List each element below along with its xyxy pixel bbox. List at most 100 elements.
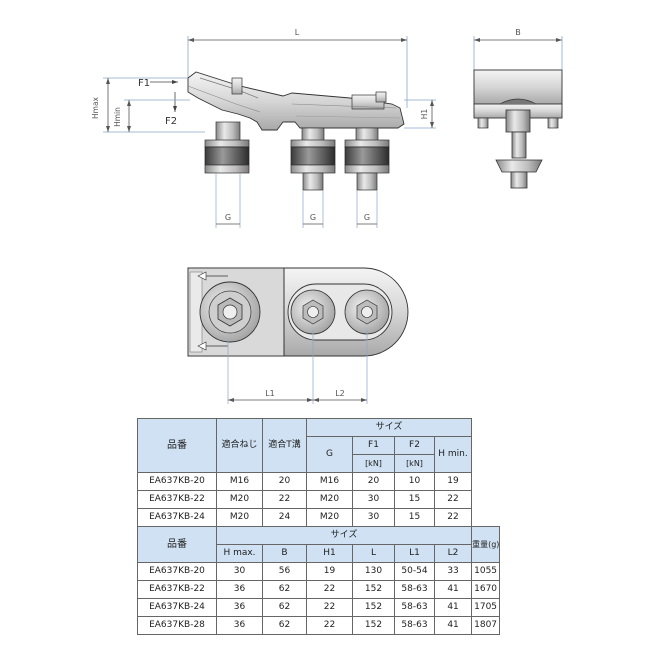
force-F1-label: F1 [138,78,150,89]
col-L: L [352,544,395,563]
dim-Hmin-label: Hmin [113,107,122,127]
side-view: L F1 F2 [91,28,436,228]
col-screw: 適合ねじ [216,418,263,473]
dim-B-label: B [515,28,521,37]
dim-Hmax-label: Hmax [91,96,100,119]
table-cell: 58-63 [394,580,435,599]
table-cell: 56 [262,562,307,581]
col-F2: F2 [394,436,435,455]
table-cell: M20 [216,490,263,509]
table-cell: 152 [352,598,395,617]
table-cell: 22 [433,508,473,527]
table-cell: 19 [433,472,473,491]
col-size: サイズ [305,418,473,437]
table-cell: 152 [352,616,395,635]
table-cell: M20 [306,508,353,527]
table-cell: 20 [262,472,307,491]
col-part-no: 品番 [137,418,217,473]
dim-G-label-1: G [225,213,231,222]
table-cell: 22 [306,616,353,635]
part-number-cell: EA637KB-20 [137,472,217,491]
spec-table-2: 品番 サイズ 重量(g) H max. B H1 L L1 L2 EA637KB… [137,526,501,635]
table-cell: 58-63 [394,598,435,617]
col-L1: L1 [394,544,435,563]
part-number-cell: EA637KB-24 [137,508,217,527]
col-H1: H1 [306,544,353,563]
col-F1-unit: [kN] [352,454,395,473]
top-view: L1 L2 [187,267,409,404]
dim-H1-label: H1 [420,109,429,120]
table-cell: 1807 [471,616,501,635]
dim-G-2: G [302,190,324,228]
part-number-cell: EA637KB-20 [137,562,217,581]
col-L2: L2 [433,544,473,563]
dim-G-1: G [215,173,241,228]
table-cell: 30 [352,508,395,527]
table-cell: 1670 [471,580,501,599]
table-cell: 36 [216,598,263,617]
table-cell: 24 [262,508,307,527]
dim-G-label-2: G [310,213,316,222]
table-cell: M20 [306,490,353,509]
part-number-cell: EA637KB-22 [137,490,217,509]
part-number-cell: EA637KB-22 [137,580,217,599]
end-view: B [473,28,563,189]
table-cell: 36 [216,616,263,635]
dim-L-label: L [295,28,300,37]
table-cell: 22 [306,580,353,599]
table-cell: 152 [352,580,395,599]
col-Hmax: H max. [216,544,263,563]
col-G: G [306,436,353,473]
table-cell: 130 [352,562,395,581]
table-cell: 30 [352,490,395,509]
col-slot: 適合T溝 [262,418,307,473]
table-cell: 62 [262,598,307,617]
table-cell: 41 [433,598,473,617]
table-cell: M16 [216,472,263,491]
table-cell: M20 [216,508,263,527]
table-cell: 50-54 [394,562,435,581]
table-cell: 22 [262,490,307,509]
spec-table-1: 品番 適合ねじ 適合T溝 サイズ G F1 F2 H min. [kN] [kN… [137,418,473,545]
table-cell: 22 [306,598,353,617]
table-cell: 62 [262,580,307,599]
dim-G-3: G [356,190,378,228]
table-cell: 10 [394,472,435,491]
col-size: サイズ [215,526,473,545]
technical-drawing: L F1 F2 [91,28,563,404]
table-cell: 1055 [471,562,501,581]
table-cell: 62 [262,616,307,635]
table-cell: 20 [352,472,395,491]
table-cell: 33 [433,562,473,581]
part-number-cell: EA637KB-24 [137,598,217,617]
dim-G-label-3: G [364,213,370,222]
col-part-no: 品番 [137,526,217,563]
table-cell: M16 [306,472,353,491]
table-cell: 41 [433,616,473,635]
force-F2-label: F2 [165,116,177,127]
table-cell: 41 [433,580,473,599]
table-cell: 19 [306,562,353,581]
part-number-cell: EA637KB-28 [137,616,217,635]
col-F2-unit: [kN] [394,454,435,473]
arrow-left-icon [197,271,228,281]
col-B: B [262,544,307,563]
dim-L2-label: L2 [335,389,345,398]
table-cell: 36 [216,580,263,599]
table-cell: 15 [394,490,435,509]
table-cell: 1705 [471,598,501,617]
dim-L1-label: L1 [265,389,275,398]
col-F1: F1 [352,436,395,455]
table-cell: 58-63 [394,616,435,635]
col-weight: 重量(g) [471,526,501,563]
table-cell: 15 [394,508,435,527]
table-cell: 22 [433,490,473,509]
